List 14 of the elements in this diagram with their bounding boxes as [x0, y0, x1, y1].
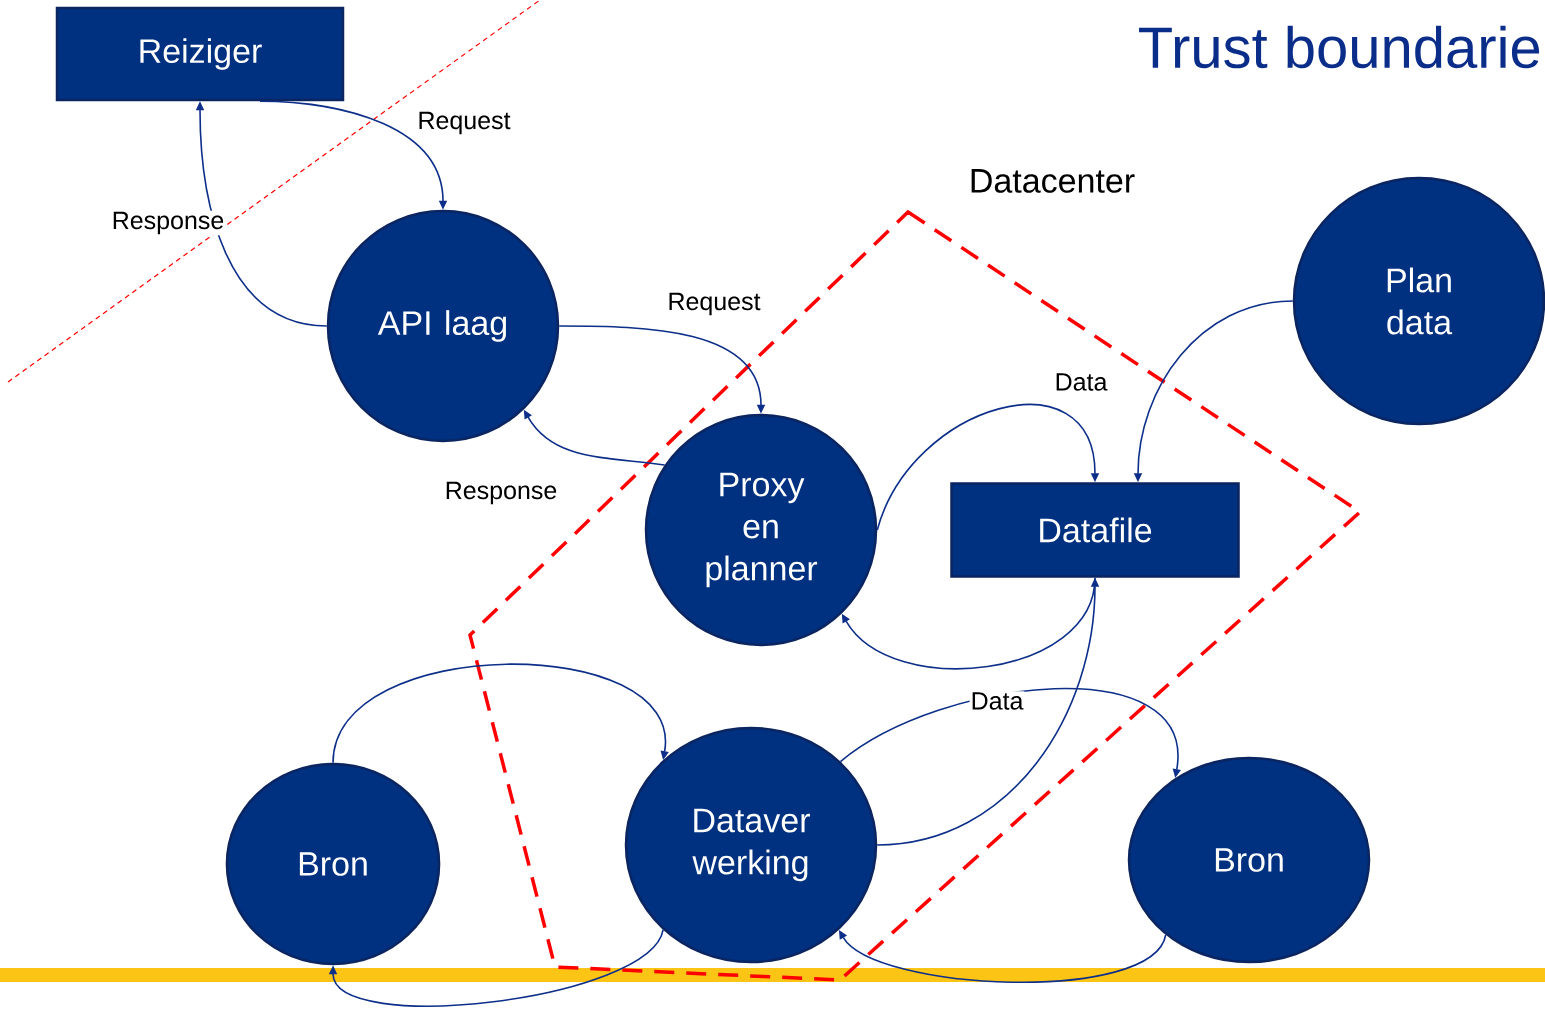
edge-label: Data [969, 691, 1025, 711]
arrow [841, 576, 1096, 670]
edge-label: Request [666, 291, 762, 317]
edge-label: Response [443, 480, 559, 506]
arrow [876, 403, 1100, 531]
arrow [332, 663, 669, 764]
edge-label: Response [110, 210, 226, 236]
edge-label: Data [1053, 372, 1109, 392]
process-box: Datafile [950, 482, 1240, 578]
edge-label: Request [416, 110, 512, 136]
process-box: Reiziger [55, 6, 345, 102]
arrow [328, 929, 664, 1007]
title: Trust boundarie [1139, 25, 1540, 69]
region-label: Datacenter [971, 169, 1135, 193]
